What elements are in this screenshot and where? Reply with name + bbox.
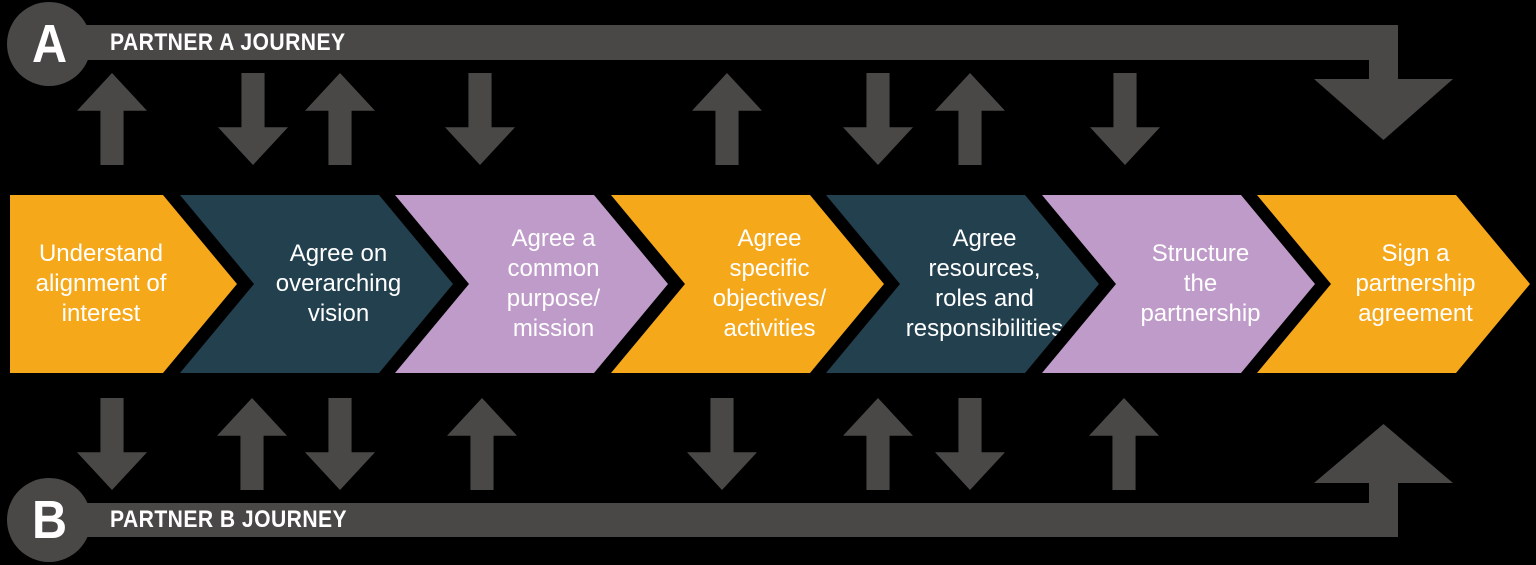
partner-a-badge: A: [7, 2, 91, 86]
partner-a-journey-label: PARTNER A JOURNEY: [110, 28, 346, 56]
exchange-arrow-up-icon: [935, 73, 1005, 165]
exchange-arrows-bottom: [0, 398, 1536, 490]
exchange-arrow-down-icon: [305, 398, 375, 490]
exchange-arrow-up-icon: [447, 398, 517, 490]
exchange-arrow-up-icon: [77, 73, 147, 165]
step-label: Agree a common purpose/ mission: [506, 225, 601, 342]
exchange-arrow-up-icon: [692, 73, 762, 165]
exchange-arrow-up-icon: [843, 398, 913, 490]
journey-a-arrow-stem: [1369, 58, 1398, 80]
exchange-arrows-top: [0, 73, 1536, 165]
step-label: Structure the partnership: [1140, 240, 1261, 327]
exchange-arrow-up-icon: [217, 398, 287, 490]
step-label: Sign a partnership agreement: [1355, 240, 1476, 327]
exchange-arrow-up-icon: [305, 73, 375, 165]
partner-a-badge-letter: A: [31, 14, 67, 74]
partner-b-journey-label: PARTNER B JOURNEY: [110, 506, 348, 533]
exchange-arrow-down-icon: [687, 398, 757, 490]
exchange-arrow-up-icon: [1089, 398, 1159, 490]
journey-b-arrow-stem: [1369, 482, 1398, 504]
exchange-arrow-down-icon: [445, 73, 515, 165]
step-label: Agree specific objectives/ activities: [712, 225, 827, 342]
exchange-arrow-down-icon: [1090, 73, 1160, 165]
partner-b-badge-letter: B: [31, 490, 67, 550]
step-label: Agree resources, roles and responsibilit…: [905, 225, 1064, 342]
partner-b-badge: B: [7, 478, 91, 562]
exchange-arrow-down-icon: [935, 398, 1005, 490]
partner-a-journey-bar: PARTNER A JOURNEY: [60, 25, 1398, 60]
step-label: Understand alignment of interest: [35, 240, 167, 327]
exchange-arrow-down-icon: [843, 73, 913, 165]
journey-steps: Understand alignment of interest Agree o…: [0, 195, 1536, 373]
partner-b-journey-bar: PARTNER B JOURNEY: [60, 503, 1398, 537]
exchange-arrow-down-icon: [218, 73, 288, 165]
step-label: Agree on overarching vision: [275, 240, 402, 327]
exchange-arrow-down-icon: [77, 398, 147, 490]
